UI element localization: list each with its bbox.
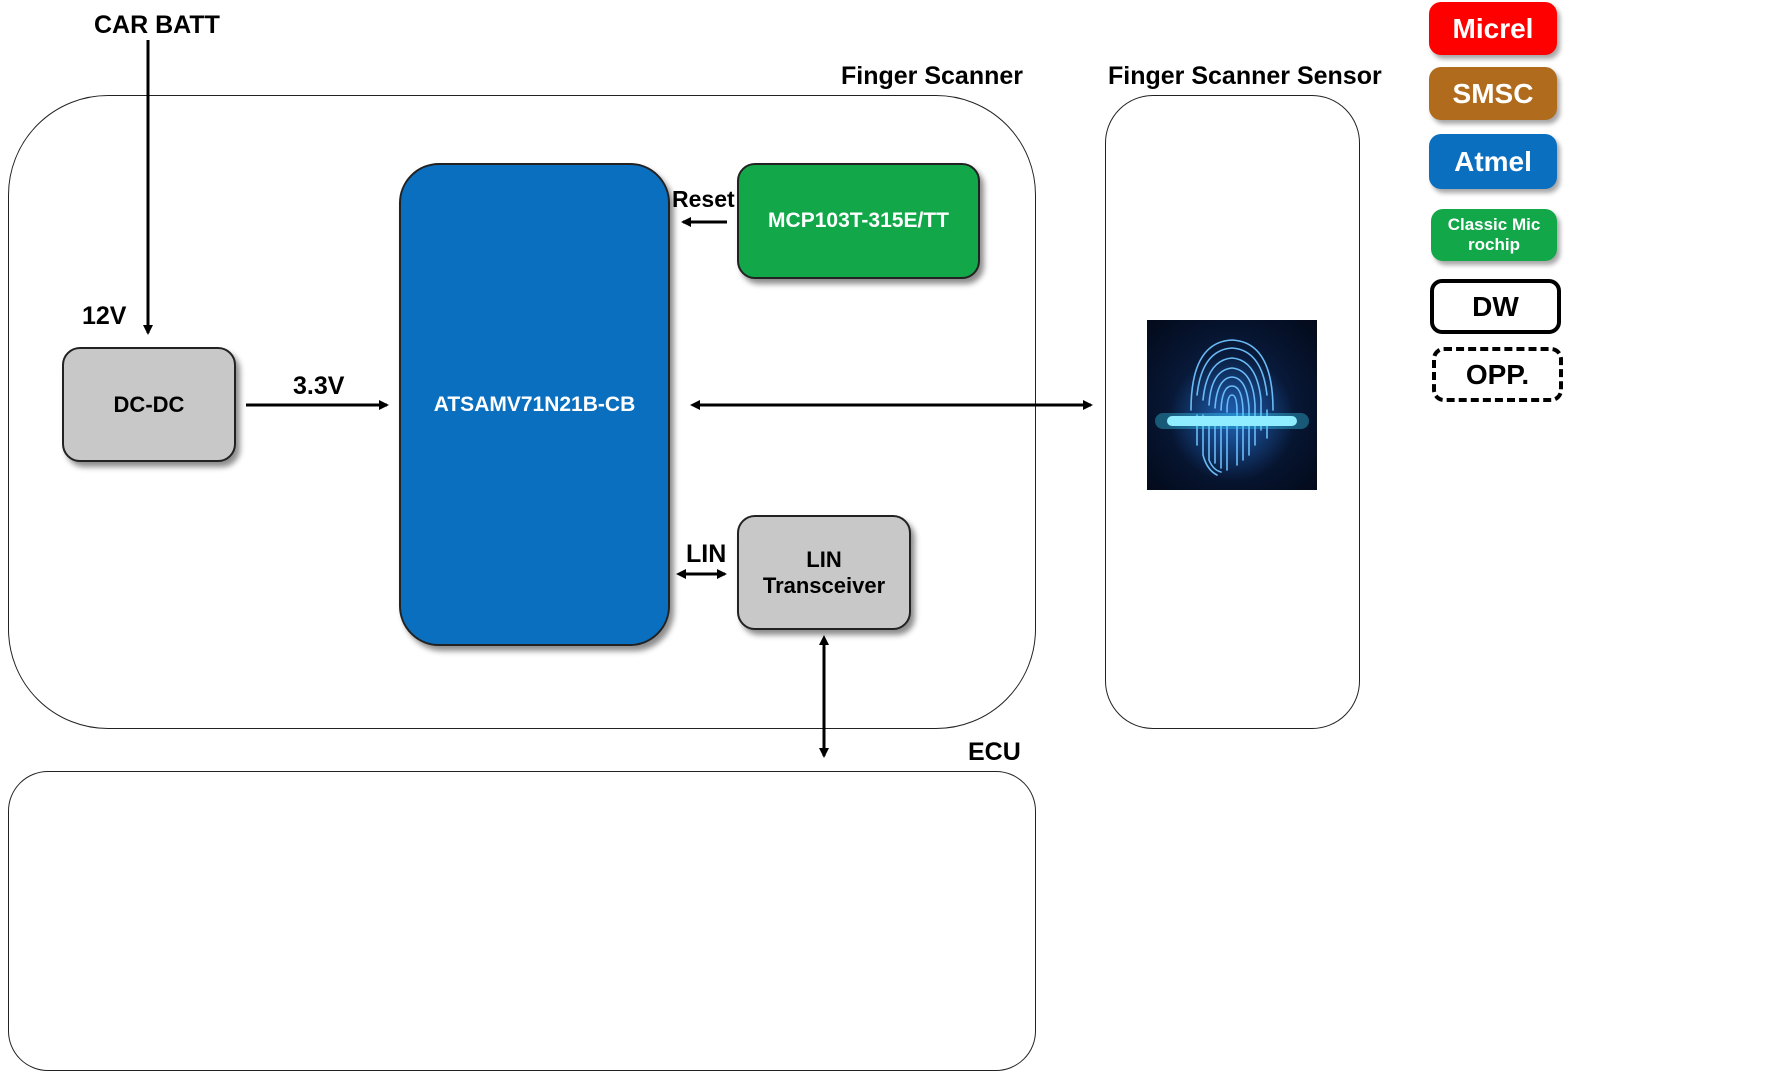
fingerprint-scan-icon [1147, 320, 1317, 490]
legend-opp-label: OPP. [1465, 358, 1530, 390]
reset-ic-label: MCP103T-315E/TT [768, 209, 949, 232]
legend-classic-microchip-line2: rochip [1468, 235, 1520, 254]
lin-label: LIN [686, 540, 727, 568]
legend-atmel-label: Atmel [1454, 145, 1532, 177]
finger-scanner-sensor-title: Finger Scanner Sensor [1108, 62, 1382, 90]
legend-opp: OPP. [1432, 347, 1563, 402]
connectors [143, 40, 1093, 758]
fingerprint-graphic [1155, 339, 1309, 482]
reset-ic-block: MCP103T-315E/TT [737, 163, 980, 279]
3v3-label: 3.3V [293, 372, 345, 400]
dcdc-block: DC-DC [62, 347, 236, 462]
mcu-label: ATSAMV71N21B-CB [433, 392, 636, 416]
car-batt-label: CAR BATT [94, 11, 220, 39]
ecu-title: ECU [968, 738, 1021, 766]
legend-classic-microchip: Classic Mic rochip [1431, 209, 1557, 261]
legend-micrel: Micrel [1429, 2, 1557, 55]
legend-micrel-label: Micrel [1452, 12, 1534, 44]
mcu-block: ATSAMV71N21B-CB [399, 163, 670, 646]
lin-transceiver-block: LIN Transceiver [737, 515, 911, 630]
legend-dw-label: DW [1472, 290, 1519, 322]
finger-scanner-title: Finger Scanner [841, 62, 1023, 90]
reset-label: Reset [672, 186, 735, 212]
legend-smsc-label: SMSC [1452, 77, 1534, 109]
12v-label: 12V [82, 302, 127, 330]
lin-transceiver-label-line2: Transceiver [762, 572, 886, 598]
legend-atmel: Atmel [1429, 134, 1557, 189]
legend-classic-microchip-line1: Classic Mic [1447, 215, 1541, 234]
legend-dw: DW [1430, 279, 1561, 334]
lin-transceiver-label-line1: LIN [806, 546, 842, 572]
legend-smsc: SMSC [1429, 67, 1557, 120]
dcdc-label: DC-DC [113, 391, 185, 417]
